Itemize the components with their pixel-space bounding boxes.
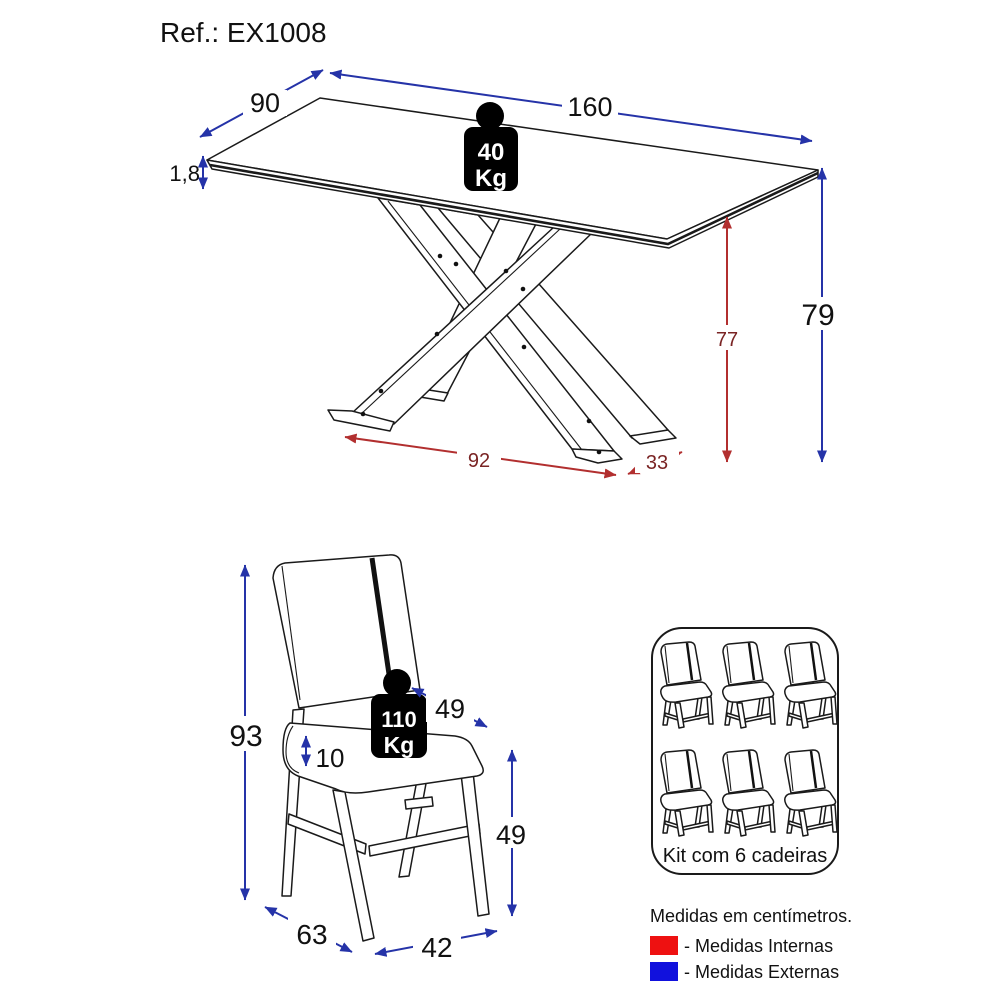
table-top-edge-line: [209, 163, 819, 246]
kit-box: Kit com 6 cadeiras: [651, 627, 839, 875]
legend-label-internal: - Medidas Internas: [684, 936, 833, 956]
chair-seat-cushion-edge: [285, 725, 300, 774]
dim-label-chair-height: 93: [229, 720, 262, 753]
chair-weight-badge: 110 Kg: [371, 669, 427, 758]
table-plank-edge: [359, 228, 561, 416]
table-weight-value: 40: [478, 139, 505, 166]
chair-stretcher-back: [404, 796, 434, 810]
chair-leg-front-right: [460, 771, 490, 917]
chair-backrest-seam: [369, 557, 393, 682]
chair-weight-unit: Kg: [384, 732, 415, 758]
weight-knob: [476, 102, 504, 130]
dim-label-table-width: 90: [250, 88, 280, 118]
kit-label: Kit com 6 cadeiras: [663, 845, 828, 867]
table-weight-badge: 40 Kg: [464, 102, 518, 192]
table-dimensions: 90 160 1,8 79 77 92 33: [169, 69, 843, 479]
table-screws: [360, 227, 602, 455]
dim-label-chair-width: 42: [421, 932, 452, 963]
legend-swatch-internal: [650, 936, 678, 955]
chair-backrest-inner-edge: [281, 565, 301, 701]
chair-leg-front-left: [332, 789, 375, 942]
table-x-base: [327, 197, 677, 464]
chair-weight-value: 110: [381, 707, 417, 732]
dim-label-chair-seat-depth: 49: [435, 694, 465, 724]
dim-label-chair-seat-height: 49: [496, 820, 526, 850]
page-title: Ref.: EX1008: [160, 17, 327, 48]
table-front-foot: [327, 409, 395, 432]
chair-diagram: 110 Kg 93 49 10 49 63: [220, 554, 535, 963]
dim-label-chair-depth: 63: [296, 919, 327, 950]
dim-label-table-internal-height: 77: [716, 329, 738, 351]
chair-backrest: [272, 554, 421, 709]
table-diagram: 40 Kg 90 160 1,8 79 77 92: [169, 69, 843, 479]
dim-label-table-base-depth: 33: [646, 452, 668, 474]
dim-label-table-base-length: 92: [468, 450, 490, 472]
dim-label-table-height: 79: [801, 299, 834, 332]
legend-label-external: - Medidas Externas: [684, 962, 839, 982]
chair-dimensions: 93 49 10 49 63 42: [220, 564, 535, 963]
legend-swatch-external: [650, 962, 678, 981]
legend-title: Medidas em centímetros.: [650, 906, 852, 926]
dim-label-chair-seat-thickness: 10: [316, 743, 345, 773]
chair-drawing: [272, 554, 490, 942]
chair-stretcher-front: [368, 823, 481, 857]
table-weight-unit: Kg: [475, 165, 507, 192]
dim-label-table-length: 160: [567, 92, 612, 122]
dim-label-table-top-thickness: 1,8: [169, 161, 200, 186]
table-back-foot: [629, 429, 677, 445]
weight-knob: [383, 669, 411, 697]
legend: Medidas em centímetros. - Medidas Intern…: [650, 906, 852, 982]
